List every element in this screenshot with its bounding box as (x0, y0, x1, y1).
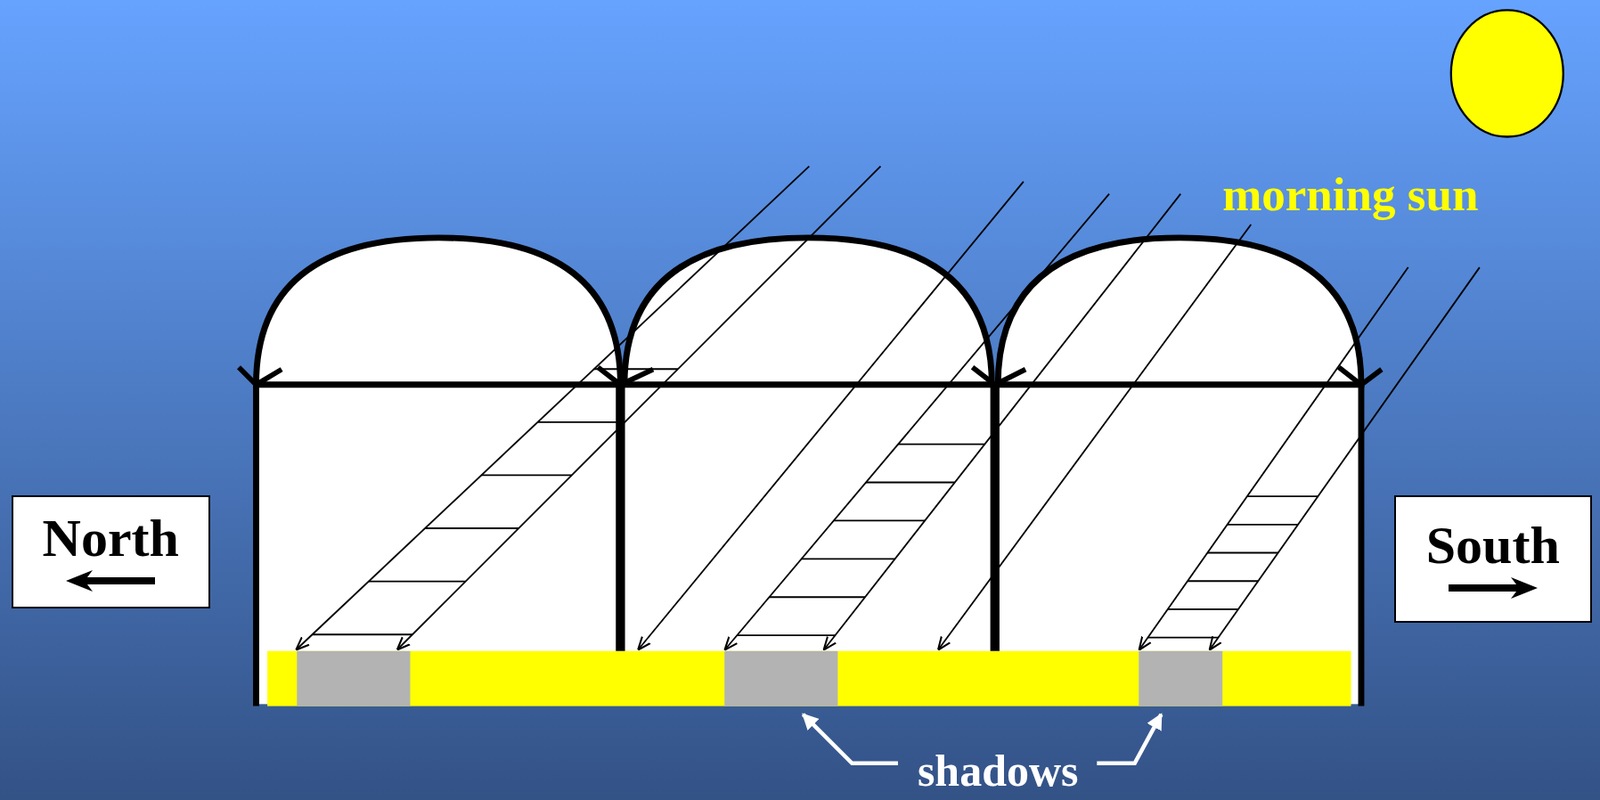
direction-box: North (11, 495, 211, 609)
direction-arrow (1448, 577, 1538, 599)
direction-arrow (65, 570, 156, 592)
sun (1451, 9, 1564, 137)
sun-label: morning sun (1222, 171, 1478, 219)
sun-rays (296, 166, 1480, 650)
direction-box: South (1394, 495, 1592, 623)
direction-label: South (1426, 518, 1560, 572)
direction-label: North (42, 511, 180, 565)
shadows-label: shadows (917, 748, 1079, 793)
